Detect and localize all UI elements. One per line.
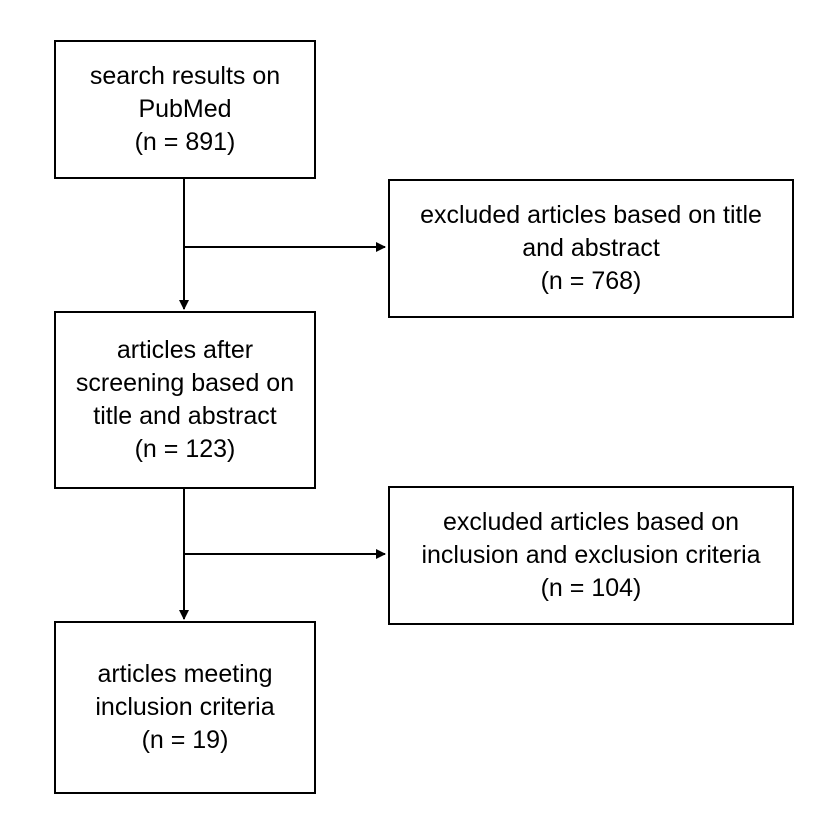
box-excluded-criteria: excluded articles based on inclusion and…	[388, 486, 794, 625]
box-after-screening-line-1: articles after	[116, 336, 254, 364]
box-after-screening-line-2: screening based on	[75, 369, 295, 397]
box-after-screening-line-4: (n = 123)	[134, 435, 236, 463]
box-search-results-line-1: search results on	[89, 62, 281, 90]
box-meeting-criteria-line-1: articles meeting	[97, 660, 273, 688]
box-meeting-criteria-line-2: inclusion criteria	[95, 693, 275, 721]
box-excluded-title-abstract-line-2: and abstract	[522, 234, 660, 262]
box-search-results: search results on PubMed (n = 891)	[54, 40, 316, 179]
box-excluded-criteria-line-3: (n = 104)	[540, 574, 642, 602]
box-excluded-title-abstract: excluded articles based on title and abs…	[388, 179, 794, 318]
box-excluded-criteria-line-1: excluded articles based on	[442, 508, 740, 536]
box-meeting-criteria: articles meeting inclusion criteria (n =…	[54, 621, 316, 794]
box-excluded-title-abstract-line-3: (n = 768)	[540, 267, 642, 295]
box-excluded-criteria-line-2: inclusion and exclusion criteria	[421, 541, 761, 569]
box-after-screening: articles after screening based on title …	[54, 311, 316, 489]
box-after-screening-line-3: title and abstract	[93, 402, 277, 430]
box-search-results-line-3: (n = 891)	[134, 128, 236, 156]
box-meeting-criteria-line-3: (n = 19)	[141, 726, 229, 754]
box-search-results-line-2: PubMed	[138, 95, 232, 123]
box-excluded-title-abstract-line-1: excluded articles based on title	[420, 201, 762, 229]
